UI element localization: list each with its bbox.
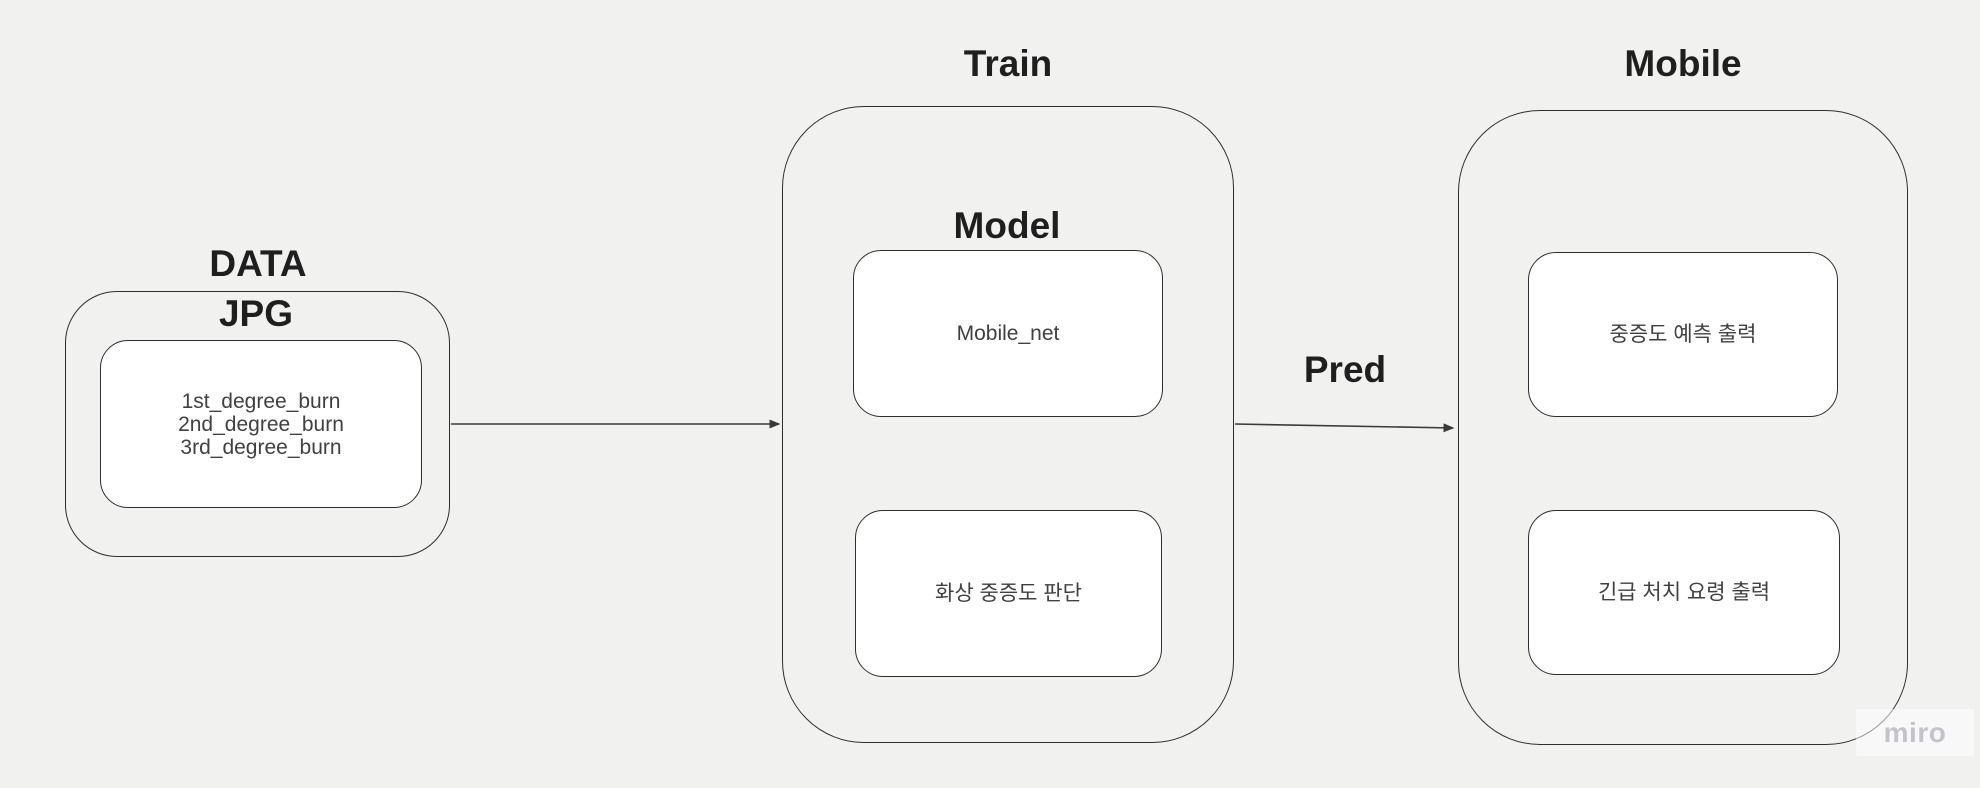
mobile-net-text: Mobile_net [956, 322, 1060, 345]
burn-severity-judgment-text: 화상 중증도 판단 [935, 582, 1082, 605]
severity-prediction-output-text: 중증도 예측 출력 [1609, 323, 1757, 346]
arrow-train-to-mobile[interactable] [1234, 423, 1455, 433]
emergency-treatment-output-text: 긴급 처치 요령 출력 [1597, 581, 1771, 604]
burn-class-line-2: 2nd_degree_burn [178, 412, 344, 436]
miro-watermark-text: miro [1883, 716, 1947, 748]
burn-severity-judgment-box[interactable]: 화상 중증도 판단 [855, 510, 1162, 677]
burn-classes-box[interactable]: 1st_degree_burn 2nd_degree_burn 3rd_degr… [100, 340, 422, 508]
mobile-container-shape[interactable] [1458, 110, 1908, 745]
jpg-container-shape[interactable] [65, 291, 450, 557]
train-container-shape[interactable] [782, 106, 1234, 743]
pred-label[interactable]: Pred [1303, 349, 1387, 390]
burn-classes-text: 1st_degree_burn 2nd_degree_burn 3rd_degr… [178, 390, 344, 459]
data-group-label[interactable]: DATA [209, 243, 307, 284]
severity-prediction-output-box[interactable]: 중증도 예측 출력 [1528, 252, 1838, 417]
jpg-label[interactable]: JPG [218, 293, 294, 334]
train-group-label[interactable]: Train [963, 43, 1053, 84]
mobile-group-label[interactable]: Mobile [1624, 43, 1742, 84]
emergency-treatment-output-box[interactable]: 긴급 처치 요령 출력 [1528, 510, 1840, 675]
burn-class-line-3: 3rd_degree_burn [180, 435, 342, 459]
mobile-net-box[interactable]: Mobile_net [853, 250, 1163, 417]
miro-watermark: miro [1856, 709, 1974, 756]
model-label[interactable]: Model [953, 205, 1061, 246]
burn-class-line-1: 1st_degree_burn [181, 389, 341, 413]
